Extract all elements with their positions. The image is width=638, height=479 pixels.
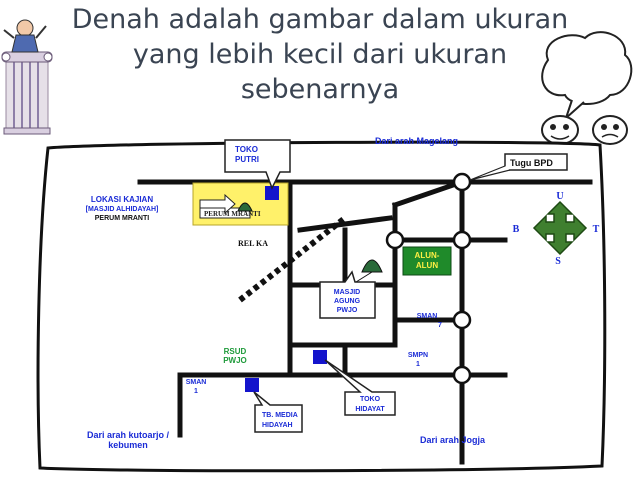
callout-tugu: Tugu BPD xyxy=(469,153,568,181)
tugu-label: Tugu BPD xyxy=(510,158,553,168)
roundabout-alun-west xyxy=(385,230,405,250)
masjid-2: AGUNG xyxy=(334,298,361,305)
road-label-bottom-left-2: kebumen xyxy=(108,440,148,450)
callout-masjid-agung: MASJID AGUNG PWJO xyxy=(319,270,376,319)
toko-putri-2: PUTRI xyxy=(235,155,259,164)
alun-alun-block: ALUN- ALUN xyxy=(402,246,452,276)
toko-putri-1: TOKO xyxy=(235,145,258,154)
compass-west: B xyxy=(513,224,520,235)
pillar-clipart xyxy=(1,19,53,135)
callout-toko-hidayat: TOKO HIDAYAT xyxy=(324,359,396,416)
rsud-1: RSUD xyxy=(224,347,247,356)
roundabout-alun-north xyxy=(452,230,472,250)
slide-title: Denah adalah gambar dalam ukuran yang le… xyxy=(50,2,590,107)
road-label-bottom-right: Dari arah Jogja xyxy=(420,435,486,445)
toko-hidayat-1: TOKO xyxy=(360,396,381,403)
callout-toko-putri: TOKO PUTRI xyxy=(224,139,291,190)
sman1-2: 1 xyxy=(194,388,198,395)
rsud-2: PWJO xyxy=(223,356,247,365)
masjid-1: MASJID xyxy=(334,289,360,296)
perum-mranti-block: PERUM MRANTI xyxy=(192,182,289,226)
smpn1-1: SMPN xyxy=(408,352,428,359)
roads xyxy=(137,178,593,465)
lokasi-3: PERUM MRANTI xyxy=(95,215,149,222)
compass-north: U xyxy=(556,191,563,202)
smpn1-2: 1 xyxy=(416,361,420,368)
roundabouts xyxy=(385,172,472,385)
tb-media-1: TB. MEDIA xyxy=(262,412,298,419)
roundabout-tugu xyxy=(452,172,472,192)
title-line-2: yang lebih kecil dari ukuran xyxy=(132,39,508,70)
masjid-3: PWJO xyxy=(337,307,358,314)
compass-south: S xyxy=(555,256,561,267)
lokasi-2: [MASJID ALHIDAYAH] xyxy=(86,206,159,213)
callout-tb-media: TB. MEDIA HIDAYAH xyxy=(253,391,303,433)
perum-sign: PERUM MRANTI xyxy=(204,210,261,218)
tb-media-2: HIDAYAH xyxy=(262,422,293,429)
compass-icon: U B T S xyxy=(513,191,600,267)
marker-tb-media xyxy=(245,378,259,392)
rel-ka-label: REL KA xyxy=(238,239,268,248)
alun-label-2: ALUN xyxy=(416,261,438,270)
compass-east: T xyxy=(593,224,600,235)
title-line-3: sebenarnya xyxy=(240,74,400,105)
toko-hidayat-2: HIDAYAT xyxy=(355,406,385,413)
cartoon-faces xyxy=(541,115,628,145)
title-line-1: Denah adalah gambar dalam ukuran xyxy=(71,4,569,35)
roundabout-sman7 xyxy=(452,310,472,330)
sman1-1: SMAN xyxy=(186,379,207,386)
road-label-bottom-left-1: Dari arah kutoarjo / xyxy=(87,430,170,440)
roundabout-smpn1 xyxy=(452,365,472,385)
marker-toko-hidayat xyxy=(313,350,327,364)
sman7-2: 7 xyxy=(438,322,442,329)
railway xyxy=(238,215,347,303)
sman7-1: SMAN xyxy=(417,313,438,320)
road-label-top: Dari arah Magelang xyxy=(375,136,458,146)
alun-label-1: ALUN- xyxy=(415,251,440,260)
thought-bubble xyxy=(541,31,633,122)
lokasi-1: LOKASI KAJIAN xyxy=(91,195,153,204)
